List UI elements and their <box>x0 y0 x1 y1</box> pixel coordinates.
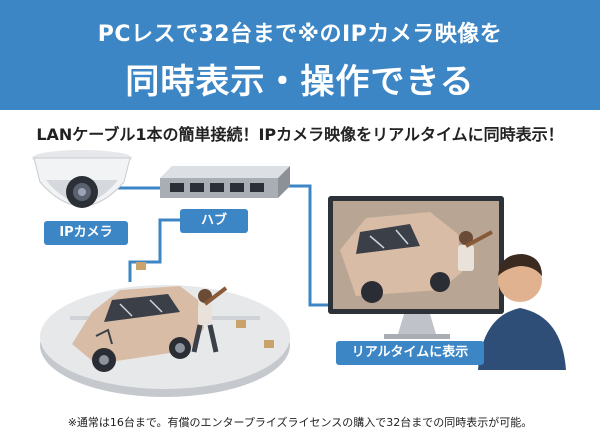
header-banner: PCレスで32台まで※のIPカメラ映像を 同時表示・操作できる <box>0 0 600 110</box>
network-hub-icon <box>160 166 290 198</box>
realtime-display-label: リアルタイムに表示 <box>336 341 484 365</box>
subtitle: LANケーブル1本の簡単接続！IPカメラ映像をリアルタイムに同時表示！ <box>36 125 564 144</box>
lan-cables <box>118 184 335 307</box>
headline-line-1: PCレスで32台まで※のIPカメラ映像を <box>97 22 503 47</box>
headline-line-2: 同時表示・操作できる <box>125 62 475 102</box>
hub-label: ハブ <box>180 209 248 233</box>
ip-camera-label: IPカメラ <box>44 221 128 245</box>
footnote: ※通常は16台まで。有償のエンタープライズライセンスの購入で32台までの同時表示… <box>67 416 533 429</box>
damaged-car-scene <box>40 262 290 397</box>
person-viewer-icon <box>478 254 566 370</box>
monitor-icon <box>328 196 504 339</box>
dome-camera-icon <box>32 150 132 208</box>
